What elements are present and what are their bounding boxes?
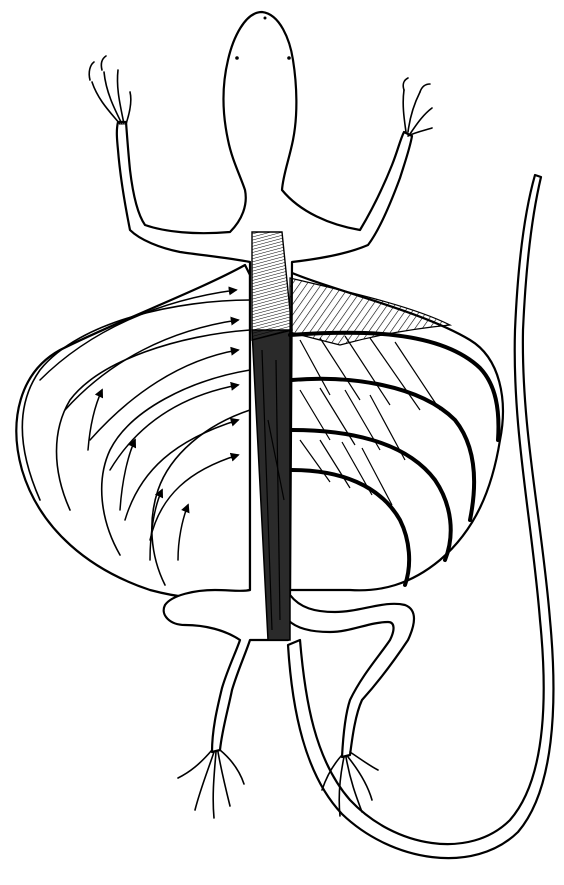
left-front-hand bbox=[89, 56, 131, 124]
snout-tip bbox=[264, 17, 267, 20]
left-nostril bbox=[235, 56, 239, 60]
left-hind-foot bbox=[178, 750, 244, 818]
right-front-hand bbox=[403, 78, 432, 136]
left-wing-membrane bbox=[16, 265, 250, 598]
right-nostril bbox=[287, 56, 291, 60]
